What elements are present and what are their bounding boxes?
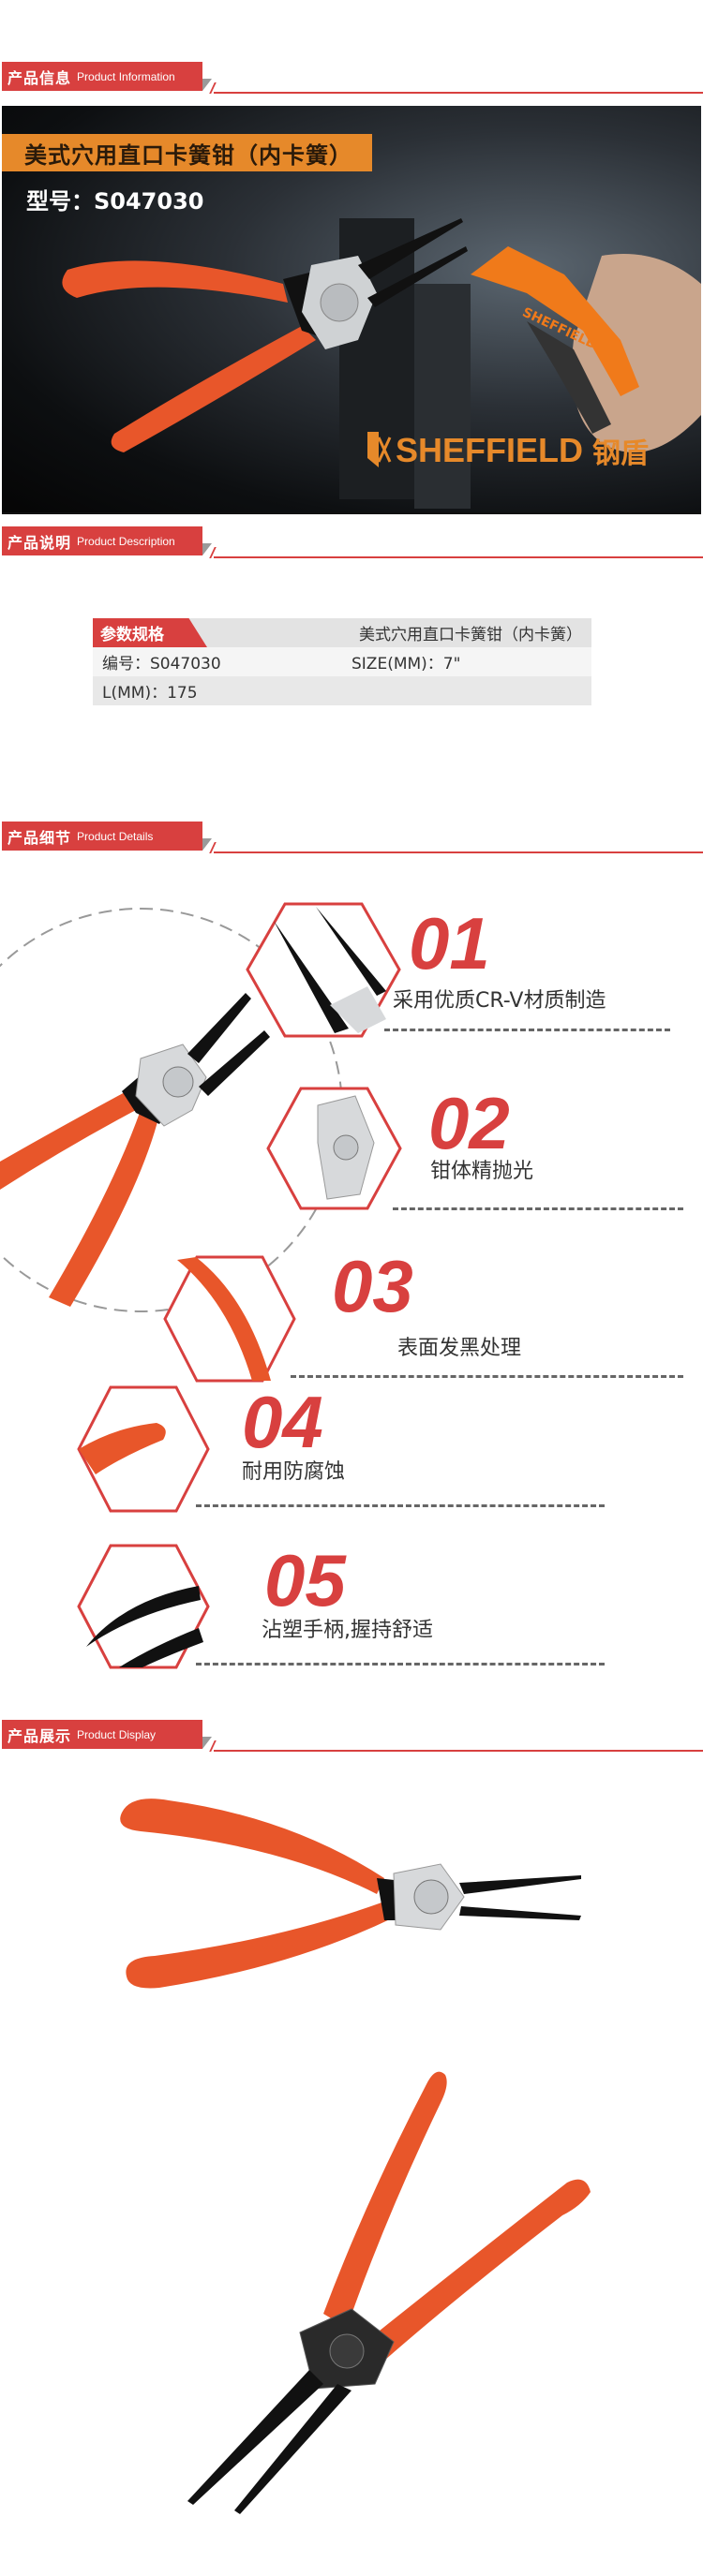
detail-hex-coated-handle bbox=[77, 1544, 210, 1669]
section-title-cn: 产品细节 bbox=[7, 828, 72, 847]
section-header-info: 产品信息 Product Information bbox=[0, 62, 703, 94]
detail-hex-handle-tip bbox=[77, 1385, 210, 1513]
section-title-en: Product Display bbox=[77, 1727, 157, 1741]
brand-logo: SHEFFIELD 钢盾 bbox=[366, 430, 649, 471]
product-title: 美式穴用直口卡簧钳（内卡簧） bbox=[2, 134, 372, 171]
divider bbox=[393, 1207, 683, 1210]
section-title-en: Product Information bbox=[77, 69, 175, 83]
section-title-en: Product Details bbox=[77, 829, 154, 843]
product-photo-side bbox=[120, 1799, 581, 1989]
detail-hex-jaw-tips bbox=[246, 902, 401, 1038]
detail-number: 05 bbox=[264, 1539, 346, 1621]
section-title-cn: 产品展示 bbox=[7, 1726, 72, 1745]
brand-name-cn: 钢盾 bbox=[592, 438, 650, 469]
detail-number: 03 bbox=[332, 1245, 413, 1327]
pliers-hero-image bbox=[62, 218, 701, 509]
section-title-cn: 产品信息 bbox=[7, 68, 72, 87]
shield-logo-icon bbox=[367, 432, 392, 467]
spec-table: 参数规格 美式穴用直口卡簧钳（内卡簧） 编号：S047030 SIZE(MM)：… bbox=[93, 618, 591, 705]
section-title-en: Product Description bbox=[77, 534, 175, 548]
spec-label: 参数规格 bbox=[93, 618, 207, 647]
details-illustration bbox=[0, 908, 343, 1312]
section-header-details: 产品细节 Product Details bbox=[0, 822, 703, 853]
brand-name: SHEFFIELD bbox=[396, 431, 584, 469]
spec-product-name: 美式穴用直口卡簧钳（内卡簧） bbox=[359, 626, 582, 644]
product-photo-front: SHEFFIELD bbox=[187, 2071, 591, 2514]
detail-text: 沾塑手柄,握持舒适 bbox=[262, 1619, 433, 1642]
divider bbox=[291, 1375, 683, 1378]
spec-row: L(MM)：175 bbox=[93, 676, 591, 705]
detail-number: 01 bbox=[409, 902, 490, 985]
hero-banner: 美式穴用直口卡簧钳（内卡簧） 型号：S047030 SHEFFIELD SHEF… bbox=[2, 106, 701, 514]
divider bbox=[196, 1663, 605, 1666]
detail-text: 表面发黑处理 bbox=[397, 1337, 522, 1360]
product-model: 型号：S047030 bbox=[26, 188, 204, 215]
detail-text: 耐用防腐蚀 bbox=[242, 1460, 346, 1484]
detail-hex-black-finish bbox=[163, 1255, 296, 1383]
spec-row: 编号：S047030 SIZE(MM)：7" bbox=[93, 647, 591, 676]
divider bbox=[384, 1029, 670, 1031]
divider bbox=[196, 1504, 605, 1507]
section-header-description: 产品说明 Product Description bbox=[0, 526, 703, 558]
section-title-cn: 产品说明 bbox=[7, 533, 72, 552]
detail-number: 02 bbox=[428, 1082, 510, 1164]
spec-row-header: 参数规格 美式穴用直口卡簧钳（内卡簧） bbox=[93, 618, 591, 647]
spec-length: L(MM)：175 bbox=[102, 684, 198, 703]
detail-text: 采用优质CR-V材质制造 bbox=[393, 989, 606, 1013]
detail-hex-polished-body bbox=[266, 1087, 402, 1210]
section-header-display: 产品展示 Product Display bbox=[0, 1720, 703, 1752]
detail-number: 04 bbox=[242, 1381, 323, 1463]
spec-code: 编号：S047030 bbox=[102, 655, 221, 674]
spec-size: SIZE(MM)：7" bbox=[352, 655, 461, 674]
detail-text: 钳体精抛光 bbox=[430, 1160, 534, 1183]
